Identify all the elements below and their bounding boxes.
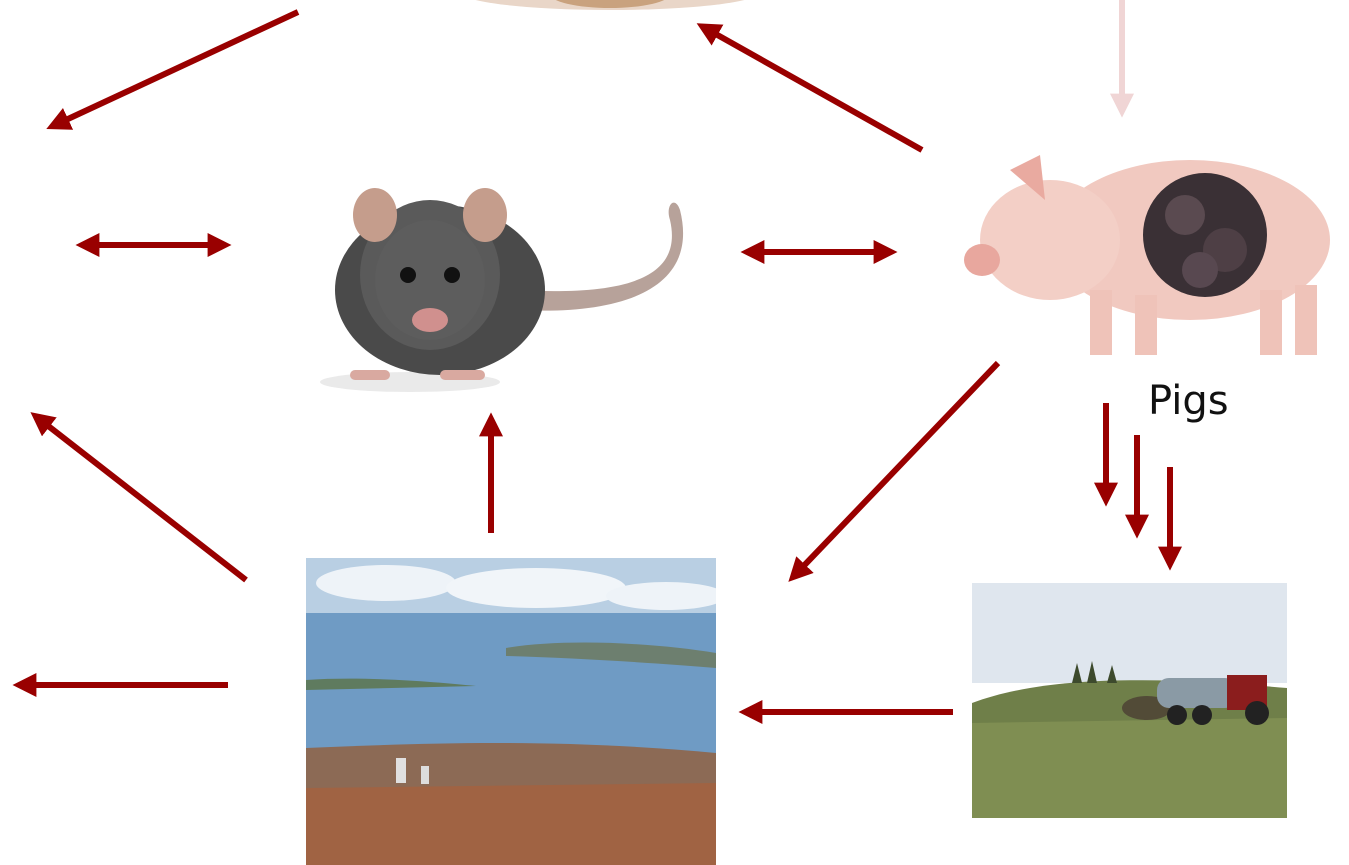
arrow-top-to-left (55, 12, 298, 125)
arrow-pig-to-city (795, 363, 998, 575)
arrow-city-to-upper-left (38, 418, 246, 580)
pigs-label: Pigs (1148, 378, 1229, 424)
arrow-pig-to-top (705, 28, 922, 150)
